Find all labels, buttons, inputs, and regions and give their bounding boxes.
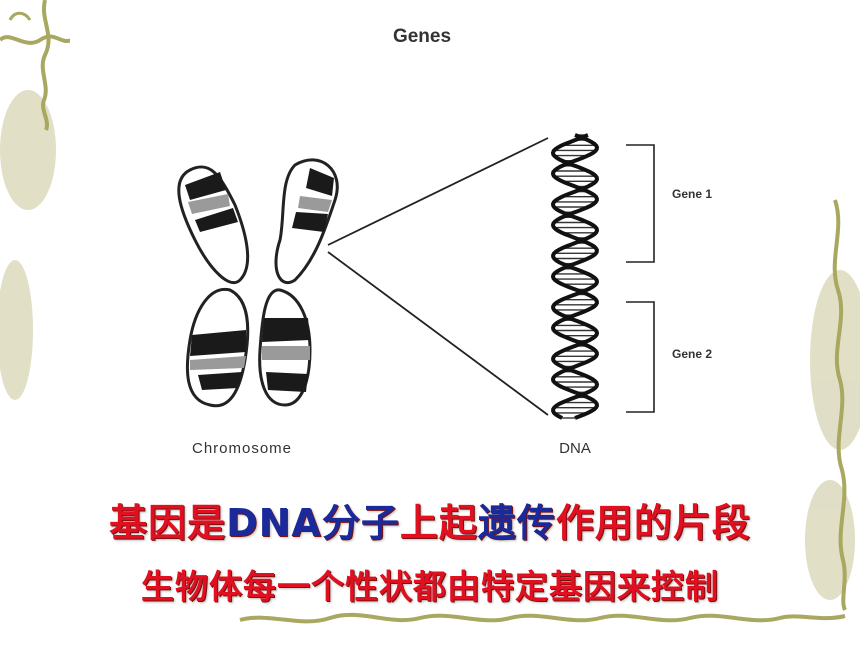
dna-strand: [550, 133, 600, 420]
chromosome-gray-bands: [188, 194, 332, 370]
gene1-label: Gene 1: [672, 187, 712, 201]
caption-line-1-segment: 分子: [321, 501, 400, 545]
chromosome-label: Chromosome: [192, 440, 292, 457]
caption-line-1-segment: DNA: [226, 501, 322, 545]
chromosome-bands: [185, 168, 334, 392]
caption-line-1-segment: 作用的片段: [555, 501, 751, 545]
diagram-title: Genes: [393, 26, 451, 47]
gene2-label: Gene 2: [672, 347, 712, 361]
gene-brackets: [626, 144, 655, 413]
gene-diagram: Genes Gene 1 Gene 2: [70, 0, 810, 480]
dna-double-helix: [550, 133, 600, 420]
caption-line-1: 基因是DNA分子上起遗传作用的片段: [0, 492, 860, 547]
caption-line-1-segment: 起: [438, 501, 478, 545]
dna-label: DNA: [559, 440, 591, 457]
caption-line-2-text: 生物体每一个性状都由特定基因来控制: [141, 567, 719, 606]
caption-line-1-segment: 上: [399, 501, 439, 545]
caption-line-1-segment: 遗传: [477, 501, 556, 545]
dna-strand: [550, 133, 600, 420]
caption-line-2: 生物体每一个性状都由特定基因来控制: [0, 560, 860, 608]
zoom-lines: [327, 137, 549, 416]
caption-line-1-segment: 基因是: [109, 501, 227, 545]
